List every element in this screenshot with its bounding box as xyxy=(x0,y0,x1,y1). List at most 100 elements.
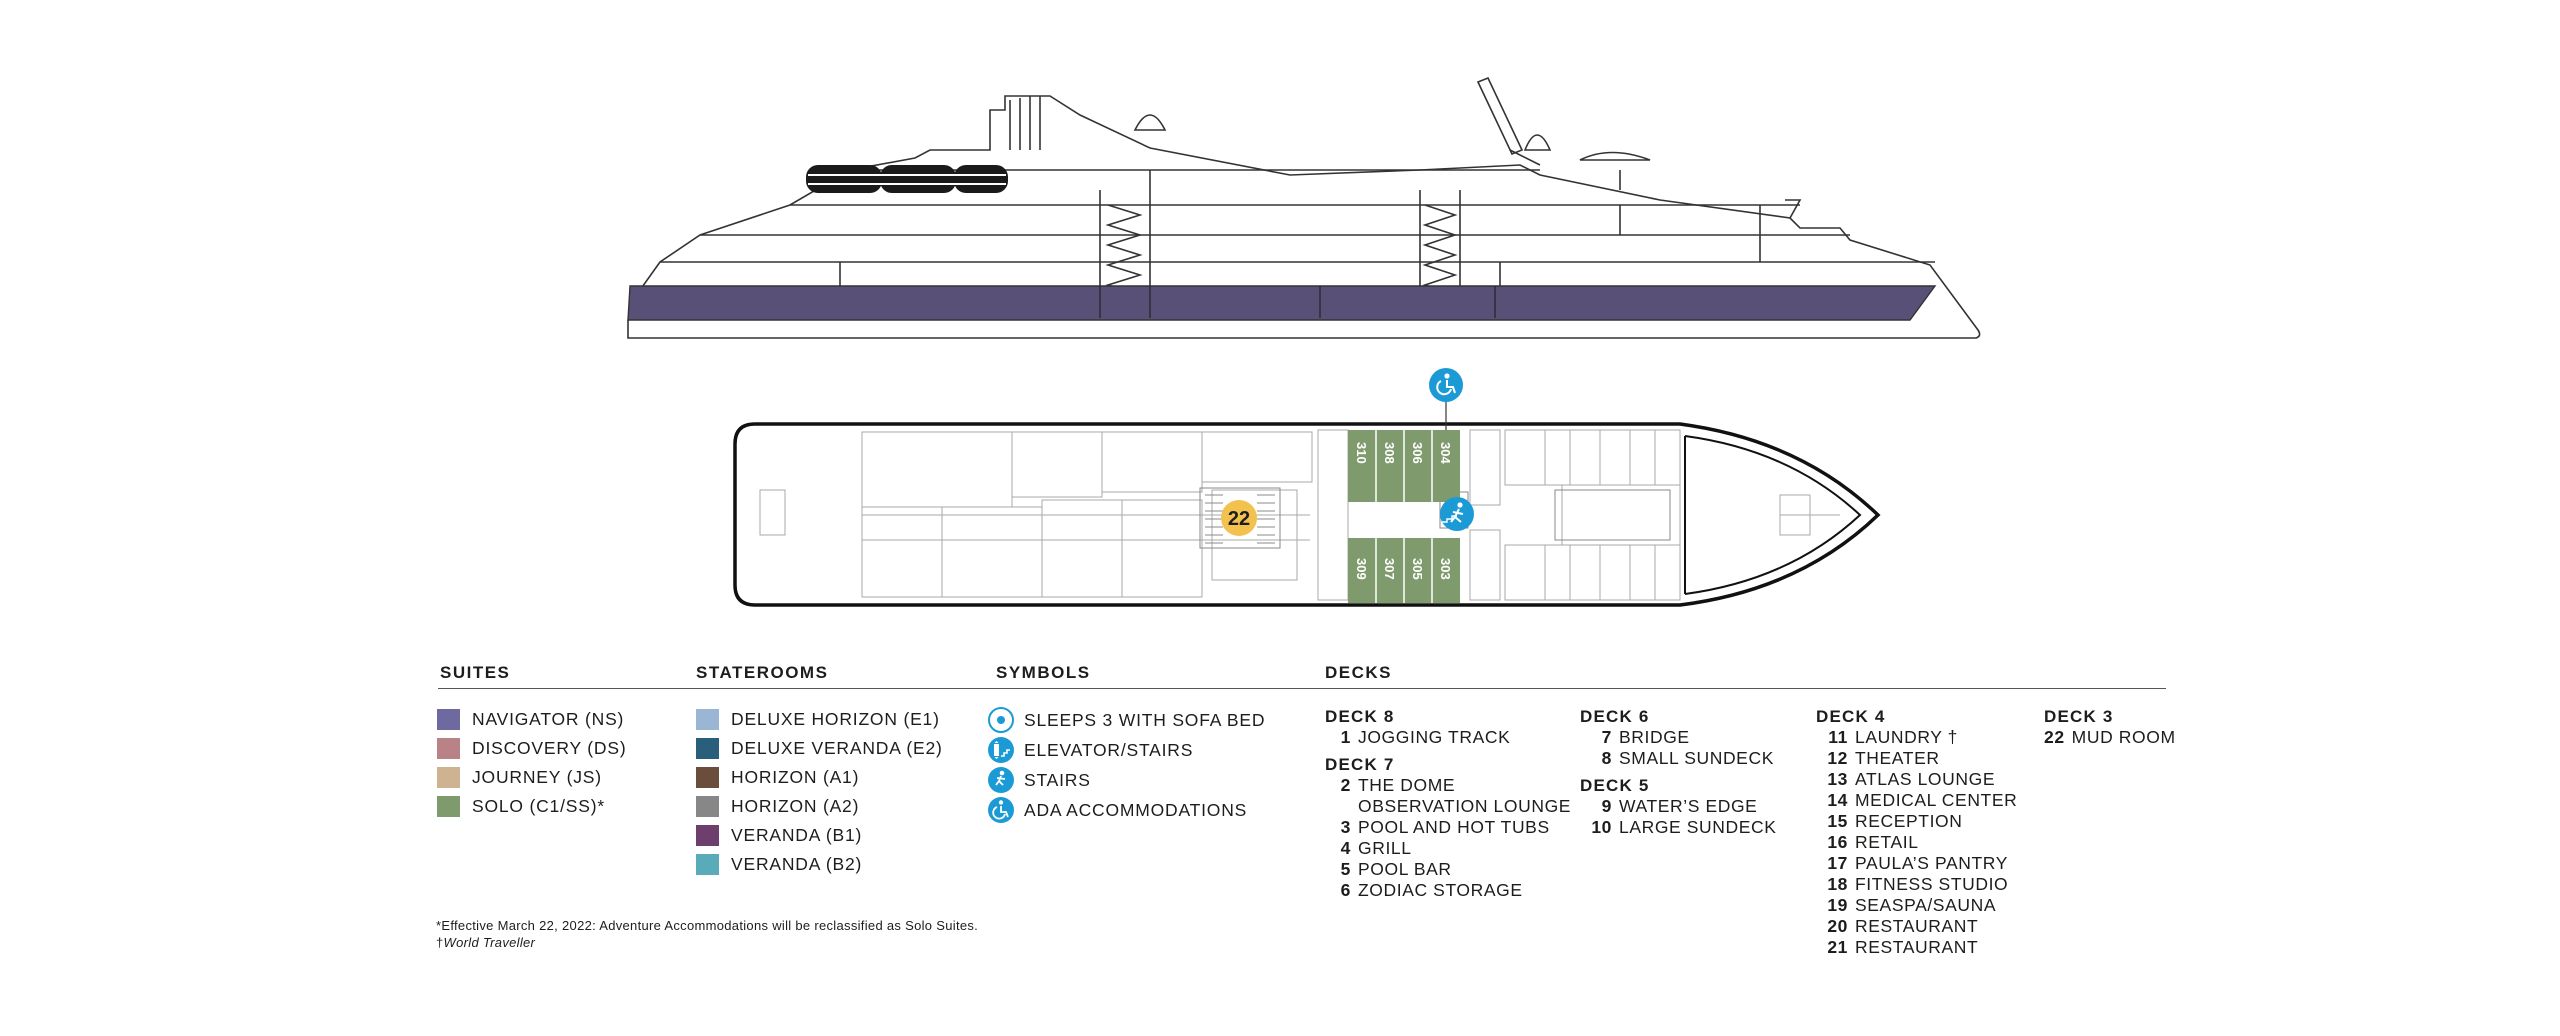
deck-item-number: 10 xyxy=(1591,817,1612,837)
legend-item: HORIZON (A2) xyxy=(696,796,859,817)
cabin-label-309: 309 xyxy=(1354,558,1369,580)
cabin-label-305: 305 xyxy=(1410,558,1425,580)
deck-item-number: 21 xyxy=(1827,937,1848,957)
deck-item: 21 RESTAURANT xyxy=(1816,937,2017,958)
deck-item-number: 3 xyxy=(1340,817,1351,837)
color-swatch xyxy=(696,825,719,846)
mud-room-marker xyxy=(1221,500,1257,536)
symbol-label: ELEVATOR/STAIRS xyxy=(1024,739,1194,760)
deck-item-name: ZODIAC STORAGE xyxy=(1358,880,1523,900)
cabin-label-303: 303 xyxy=(1438,558,1453,580)
deck-item-number: 6 xyxy=(1340,880,1351,900)
legend-item: DELUXE HORIZON (E1) xyxy=(696,709,940,730)
legend-item: JOURNEY (JS) xyxy=(437,767,602,788)
color-swatch xyxy=(696,796,719,817)
symbol-label: SLEEPS 3 WITH SOFA BED xyxy=(1024,709,1266,730)
legend-item: VERANDA (B2) xyxy=(696,854,862,875)
deck-item: 6 ZODIAC STORAGE xyxy=(1325,880,1571,901)
legend-label: NAVIGATOR (NS) xyxy=(472,709,625,729)
deck-item-number: 9 xyxy=(1601,796,1612,816)
cabin-label-310: 310 xyxy=(1354,442,1369,464)
deck-plan: 310 308 306 304 309 307 305 303 22 xyxy=(733,368,1881,607)
symbol-label: ADA ACCOMMODATIONS xyxy=(1024,799,1248,820)
deck-item-name: RESTAURANT xyxy=(1855,937,1979,957)
staterooms-title: STATEROOMS xyxy=(696,663,829,682)
cabin-label-306: 306 xyxy=(1410,442,1425,464)
color-swatch xyxy=(696,709,719,730)
cabin-label-307: 307 xyxy=(1382,558,1397,580)
deck-item-name: GRILL xyxy=(1358,838,1412,858)
symbol-ada: ADA ACCOMMODATIONS xyxy=(988,797,1247,823)
deck-item: 1 JOGGING TRACK xyxy=(1325,727,1571,748)
deck-item-name: RETAIL xyxy=(1855,832,1919,852)
legend-item: DISCOVERY (DS) xyxy=(437,738,626,759)
mud-room-marker-label: 22 xyxy=(1228,508,1250,530)
deck-heading: DECK 8 xyxy=(1325,707,1395,726)
deck-item-number: 5 xyxy=(1340,859,1351,879)
legend-label: DISCOVERY (DS) xyxy=(472,738,627,758)
legend-item: HORIZON (A1) xyxy=(696,767,859,788)
color-swatch xyxy=(437,796,460,817)
deck-item-number: 14 xyxy=(1827,790,1848,810)
deck-item: 4 GRILL xyxy=(1325,838,1571,859)
legend-label: SOLO (C1/SS)* xyxy=(472,796,605,816)
color-swatch xyxy=(437,767,460,788)
plan-stairs-icon xyxy=(1440,497,1474,531)
deck-item-number: 1 xyxy=(1340,727,1351,747)
color-swatch xyxy=(696,738,719,759)
deck-heading: DECK 6 xyxy=(1580,707,1650,726)
symbols-title: SYMBOLS xyxy=(996,663,1091,682)
legend-label: HORIZON (A2) xyxy=(731,796,860,816)
deck-item-number: 4 xyxy=(1340,838,1351,858)
legend-label: JOURNEY (JS) xyxy=(472,767,602,787)
deck-item-name: LAUNDRY † xyxy=(1855,727,1958,747)
deck-item-number: 11 xyxy=(1828,727,1848,747)
deck-item-number: 16 xyxy=(1827,832,1848,852)
symbol-label: STAIRS xyxy=(1024,769,1091,790)
legend-item: NAVIGATOR (NS) xyxy=(437,709,624,730)
stairs-icon xyxy=(988,767,1014,793)
deck-item-name: POOL BAR xyxy=(1358,859,1452,879)
deck-item: 18 FITNESS STUDIO xyxy=(1816,874,2017,895)
footnote-effective: *Effective March 22, 2022: Adventure Acc… xyxy=(436,918,979,933)
deck-item-name: ATLAS LOUNGE xyxy=(1855,769,1996,789)
deck-item-name: RESTAURANT xyxy=(1855,916,1979,936)
cabin-label-304: 304 xyxy=(1438,442,1453,464)
deck-item-name: WATER’S EDGE xyxy=(1619,796,1758,816)
deck-item-number: 22 xyxy=(2044,727,2065,747)
deck-item-name: RECEPTION xyxy=(1855,811,1963,831)
deck-item-name: POOL AND HOT TUBS xyxy=(1358,817,1550,837)
deck-item-number: 13 xyxy=(1827,769,1848,789)
deck-item-name: MEDICAL CENTER xyxy=(1855,790,2018,810)
legend-item: DELUXE VERANDA (E2) xyxy=(696,738,943,759)
deck-heading: DECK 5 xyxy=(1580,776,1650,795)
deck-item-name: JOGGING TRACK xyxy=(1358,727,1511,747)
deck-item-number: 18 xyxy=(1827,874,1848,894)
color-swatch xyxy=(696,767,719,788)
deck-item-name: THEATER xyxy=(1855,748,1940,768)
lifeboats xyxy=(806,165,1008,193)
dagger-mark: † xyxy=(436,935,444,950)
deck-heading: DECK 7 xyxy=(1325,755,1395,774)
deck-item: 5 POOL BAR xyxy=(1325,859,1571,880)
deck-item-name: FITNESS STUDIO xyxy=(1855,874,2009,894)
suites-title: SUITES xyxy=(440,663,511,682)
color-swatch xyxy=(696,854,719,875)
symbol-sofa-bed: SLEEPS 3 WITH SOFA BED xyxy=(988,707,1265,733)
solo-cabins-starboard xyxy=(1348,430,1460,502)
sofa-bed-icon xyxy=(988,707,1014,733)
cabin-label-308: 308 xyxy=(1382,442,1397,464)
legend-label: DELUXE HORIZON (E1) xyxy=(731,709,940,729)
deck-item-number: 8 xyxy=(1601,748,1612,768)
deck-item-number: 2 xyxy=(1340,775,1351,795)
